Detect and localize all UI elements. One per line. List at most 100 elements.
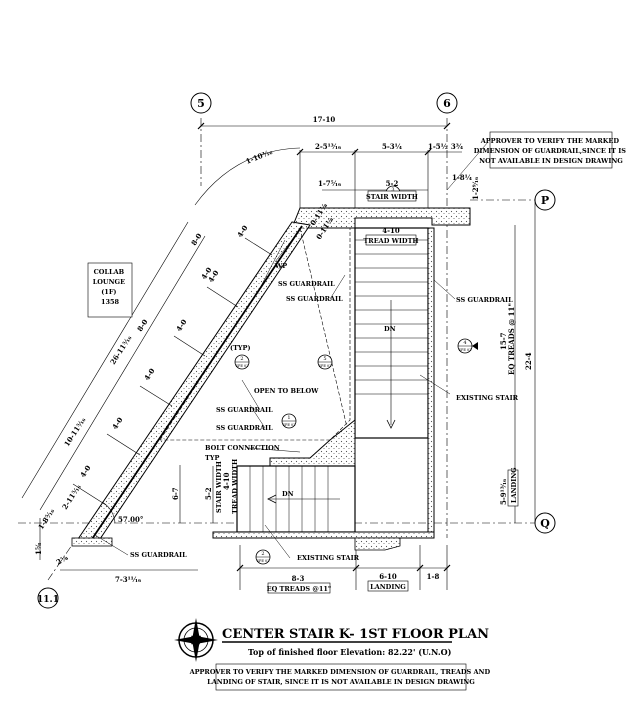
approver-note-top-line: APPROVER TO VERIFY THE MARKED (480, 137, 620, 145)
dim-right-eq-treads: EQ TREADS @ 11" (507, 303, 516, 375)
approver-note-top-box (489, 131, 613, 169)
bottom-treads-box (267, 582, 331, 594)
callout-sheet: SPE 02 (257, 559, 270, 563)
dim-landing-right-value: 5-9¹³⁄₁₆ (499, 479, 508, 505)
grid-bubble-11-1: 11.1 (37, 587, 59, 609)
dim-arc: 1-10³⁄₁₆ (244, 147, 273, 166)
dim-small-a: 1-7⁵⁄₁₆ (318, 179, 341, 188)
approver-note-top-line: DIMENSION OF GUARDRAIL,SINCE IT IS (474, 147, 627, 155)
callout-sheet: SPE 02 (319, 364, 332, 368)
open-below-label: OPEN TO BELOW (254, 387, 319, 395)
dim-top-a: 2-5¹³⁄₁₆ (315, 142, 341, 151)
dim-bottom-landing-value: 6-10 (379, 572, 397, 581)
approver-note-bottom-line: APPROVER TO VERIFY THE MARKED DIMENSION … (189, 668, 491, 676)
bottom-treads-label: EQ TREADS @11" (267, 585, 332, 593)
dim-bottom-left: 7-3¹¹⁄₁₆ (115, 575, 141, 584)
leader-lines (94, 141, 489, 559)
callout-1: 1 SPE 02 (281, 413, 297, 429)
lower-tread-width-label: TREAD WIDTH (231, 459, 239, 514)
tread-width-top-label: TREAD WIDTH (363, 237, 418, 245)
grid-label-q: Q (540, 517, 550, 530)
landing-right-box (507, 469, 519, 507)
open-to-below-region (159, 227, 351, 441)
ss-guardrail-label: SS GUARDRAIL (216, 424, 273, 432)
approver-note-top-line: NOT AVAILABLE IN DESIGN DRAWING (479, 157, 623, 165)
callout-sheet: SPE 02 (283, 423, 296, 427)
dim-bottom-left-small: 2⁵⁄₈ (55, 553, 70, 567)
lower-stair-width-label: STAIR WIDTH (215, 461, 223, 513)
north-label: N (191, 634, 201, 647)
grid-label-11-1: 11.1 (37, 595, 59, 605)
right-wall (427, 227, 435, 539)
dim-diag-seg: 4-0 (174, 317, 189, 333)
ss-guardrail-label: SS GUARDRAIL (278, 280, 335, 288)
typ-label: (TYP) (230, 344, 251, 352)
room-name-line: LOUNGE (93, 278, 125, 286)
dim-lower-tread-width-value: 4-10 (222, 472, 231, 490)
callout-typ: 2 SPE 02 (234, 354, 250, 370)
callout-sheet: SPE 02 (236, 364, 249, 368)
grid-bubble-5: 5 (190, 92, 212, 114)
dim-left-small-b: 1⁵⁄₈ (34, 543, 43, 555)
dim-top-c: 1-5¹⁄₂ (428, 142, 448, 151)
dn-label-lower: DN (282, 490, 294, 498)
drawing-subtitle: Top of finished floor Elevation: 82.22' … (248, 647, 452, 657)
dim-stair-width-top-value: 5-2 (386, 179, 399, 188)
room-name-line: 1358 (101, 298, 120, 306)
left-base-slab (71, 537, 113, 547)
callout-4: 4 SPE 02 (457, 338, 478, 354)
ss-guardrail-label: SS GUARDRAIL (456, 296, 513, 304)
main-stair-arrow (386, 419, 396, 429)
bottom-landing-label: LANDING (370, 583, 406, 591)
grid-label-6: 6 (443, 97, 451, 110)
approver-note-bottom-box (215, 663, 467, 691)
grid-label-p: P (541, 194, 549, 207)
dim-diag-low: 2-11⁵⁄₁₆ (60, 483, 83, 511)
bottom-slab-notch (354, 537, 401, 551)
existing-stair-label: EXISTING STAIR (297, 554, 360, 562)
callout-5: 5 SPE 02 (317, 354, 333, 370)
dimension-ticks (197, 122, 451, 572)
grid-bubble-p: P (534, 189, 556, 211)
dim-diag-outer-a: 8-0 (189, 231, 204, 247)
dim-right-eq-value: 15-7 (499, 332, 508, 350)
grid-bubble-q: Q (534, 512, 556, 534)
dim-angle: 57.00° (118, 515, 143, 524)
dim-bottom-right: 1-8 (427, 572, 440, 581)
room-tag-box (87, 262, 133, 318)
dim-top-d: 3³⁄₄ (451, 142, 463, 151)
bolt-connection-label: BOLT CONNECTION (205, 444, 280, 452)
stair-width-top-label: STAIR WIDTH (366, 193, 418, 201)
callout-number: 2 (261, 551, 264, 557)
dim-diag-seg: 4-0 (142, 366, 157, 382)
lower-stair-arrow (267, 494, 277, 504)
dim-right-small: 1-2⁹⁄₁₆ (471, 177, 480, 200)
approver-note-bottom-line: LANDING OF STAIR, SINCE IT IS NOT AVAILA… (207, 678, 475, 686)
grid-label-5: 5 (197, 97, 205, 110)
approver-note-bottom: APPROVER TO VERIFY THE MARKED DIMENSION … (189, 668, 493, 686)
drawing-title: CENTER STAIR K- 1ST FLOOR PLAN (222, 627, 489, 642)
callout-number: 1 (287, 415, 290, 421)
callout-number: 2 (240, 356, 243, 362)
angle-arc (101, 501, 116, 524)
dim-diag-seg: 4-0 (110, 415, 125, 431)
north-arrow-icon: N (174, 618, 218, 662)
room-name-line: (1F) (101, 288, 116, 296)
dim-diag-seg: 4-0 (78, 463, 93, 479)
dim-right-total: 22-4 (524, 352, 533, 370)
bottom-landing-slab (212, 531, 435, 539)
wp-label: WP (274, 262, 287, 270)
callout-2: 2 SPE 02 (255, 549, 271, 565)
dim-lower-stair-width-value: 5-2 (204, 487, 213, 500)
callout-number: 4 (463, 340, 466, 346)
approver-note-top: APPROVER TO VERIFY THE MARKED DIMENSION … (474, 137, 627, 165)
dim-guard-gap: 1-8¹⁄₄ (452, 173, 472, 182)
room-name-line: COLLAB (94, 268, 125, 276)
landing-right-label: LANDING (510, 467, 518, 503)
room-name: COLLAB LOUNGE (1F) 1358 (93, 268, 128, 306)
tread-width-top-box (365, 234, 417, 246)
existing-stair-label: EXISTING STAIR (456, 394, 519, 402)
stair-width-top-box (367, 190, 417, 202)
callout-number: 5 (323, 356, 326, 362)
